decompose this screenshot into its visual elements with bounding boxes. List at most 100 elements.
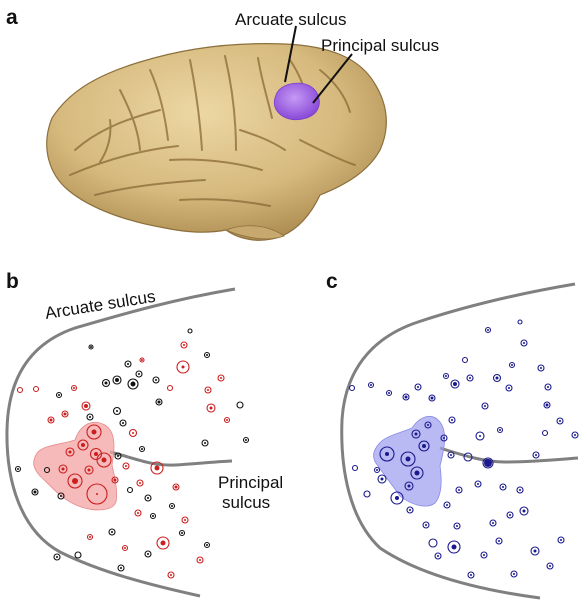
recording-site — [453, 522, 461, 530]
recording-site — [543, 401, 551, 409]
recording-site — [150, 461, 164, 475]
recording-site — [217, 374, 225, 382]
recording-site — [530, 546, 540, 556]
recording-site — [404, 481, 414, 491]
cerebellum — [224, 225, 285, 240]
recording-site — [351, 464, 359, 472]
recording-site — [187, 328, 193, 334]
arcuate-leader-line — [284, 25, 297, 83]
recording-site — [400, 451, 416, 467]
recording-site — [373, 466, 381, 474]
recording-site — [139, 357, 145, 363]
recording-site — [16, 386, 24, 394]
panel-a: a — [6, 6, 439, 241]
recording-site — [204, 386, 212, 394]
recording-site — [510, 570, 518, 578]
recording-site — [203, 351, 211, 359]
recording-site — [475, 431, 485, 441]
recording-site — [484, 326, 492, 334]
recording-site — [167, 571, 175, 579]
recording-site — [121, 544, 129, 552]
recording-site — [489, 519, 497, 527]
recording-site — [236, 401, 244, 409]
recording-site — [506, 511, 514, 519]
recording-sites-b — [14, 328, 250, 579]
recording-site — [122, 462, 130, 470]
brain-illustration — [46, 25, 387, 241]
recording-site — [466, 374, 474, 382]
recording-site — [126, 486, 134, 494]
gyri-lines — [69, 55, 356, 207]
panel-b-letter: b — [6, 270, 19, 293]
recording-site — [418, 440, 430, 452]
recording-site — [74, 551, 82, 559]
recording-site — [152, 376, 160, 384]
brain-surface — [46, 43, 387, 241]
arcuate-sulcus-label: Arcuate sulcus — [235, 10, 347, 29]
arcuate-sulcus-outline — [5, 287, 236, 598]
recording-site — [88, 344, 94, 350]
recording-site — [428, 538, 438, 548]
principal-sulcus-line — [109, 450, 233, 467]
recording-site — [149, 512, 157, 520]
recording-site — [144, 550, 152, 558]
recording-site — [467, 571, 475, 579]
recording-site — [203, 541, 211, 549]
recording-site — [385, 389, 393, 397]
recording-site — [81, 401, 91, 411]
recording-site — [499, 483, 507, 491]
recording-site — [181, 516, 189, 524]
recording-sites-c — [348, 319, 579, 579]
recording-site — [128, 428, 138, 438]
recording-site — [47, 416, 55, 424]
recording-site — [447, 451, 455, 459]
recording-site — [138, 445, 146, 453]
recording-site — [440, 434, 448, 442]
recording-site — [196, 556, 204, 564]
recording-site — [61, 410, 69, 418]
recording-site — [96, 452, 112, 468]
recording-site — [422, 521, 430, 529]
recording-site — [156, 536, 170, 550]
panel-c: c — [326, 270, 579, 600]
principal-sulcus-label-b-line2: sulcus — [222, 493, 270, 512]
recording-site — [411, 429, 421, 439]
recording-site — [434, 552, 442, 560]
recording-site — [482, 457, 494, 469]
recording-site — [546, 562, 554, 570]
recording-site — [58, 464, 68, 474]
recording-site — [223, 416, 231, 424]
recording-site — [112, 406, 122, 416]
arcuate-sulcus-label-b: Arcuate sulcus — [44, 287, 157, 323]
recording-site — [112, 375, 122, 385]
recording-site — [414, 383, 422, 391]
recording-site — [377, 474, 387, 484]
recording-site — [201, 439, 209, 447]
recording-site — [43, 466, 51, 474]
prefrontal-region — [273, 82, 320, 121]
recording-site — [424, 421, 432, 429]
principal-sulcus-line-c — [439, 446, 579, 464]
recording-site — [455, 486, 463, 494]
recording-site — [410, 466, 424, 480]
recording-site — [367, 381, 375, 389]
hotspot-region — [33, 421, 118, 511]
principal-sulcus-label-b-line1: Principal — [218, 473, 283, 492]
recording-site — [516, 486, 524, 494]
recording-site — [57, 492, 65, 500]
recording-site — [180, 341, 188, 349]
recording-site — [136, 479, 144, 487]
recording-site — [532, 451, 540, 459]
recording-site — [86, 483, 108, 505]
recording-site — [363, 490, 371, 498]
recording-site — [557, 536, 565, 544]
recording-site — [86, 424, 102, 440]
recording-site — [127, 378, 139, 390]
panel-a-letter: a — [6, 6, 18, 29]
panel-c-letter: c — [326, 270, 338, 293]
recording-site — [443, 501, 451, 509]
recording-site — [168, 502, 176, 510]
recording-site — [348, 384, 356, 392]
recording-site — [111, 476, 119, 484]
